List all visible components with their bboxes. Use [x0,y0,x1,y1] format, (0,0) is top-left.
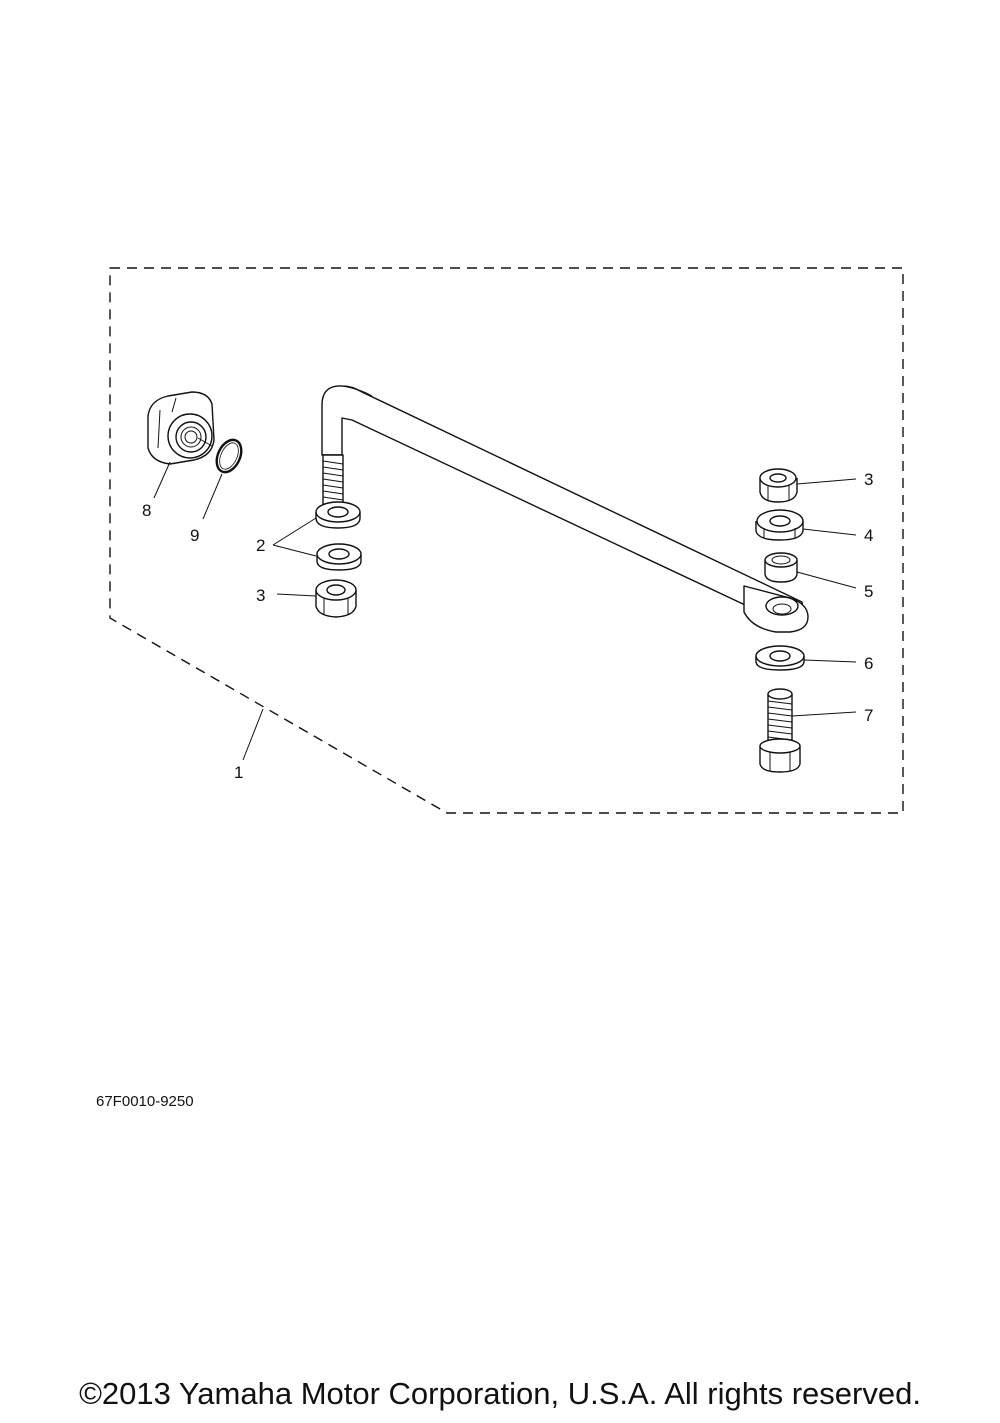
part-6-washer [755,645,805,671]
callout-8: 8 [142,501,151,520]
part-5-collar [764,552,798,583]
part-2-washer-bottom [316,543,362,571]
callout-4: 4 [864,526,873,545]
callout-3-left: 3 [256,586,265,605]
leader-2a [272,517,317,546]
leader-3-left [276,593,317,597]
part-3-nut-left [315,579,357,618]
callout-3-right: 3 [864,470,873,489]
part-4-hex-nut [755,509,804,541]
leader-7 [791,711,857,717]
rod-thread [322,454,344,506]
leader-4 [802,528,857,536]
leader-3-right [796,478,857,485]
steering-rod [321,385,809,633]
copyright-notice: ©2013 Yamaha Motor Corporation, U.S.A. A… [79,1376,921,1411]
part-9-o-ring [215,438,243,474]
callout-7: 7 [864,706,873,725]
diagram-part-code: 67F0010-9250 [96,1093,194,1110]
kit-boundary [109,267,904,814]
part-2-washer-top [315,501,361,529]
leader-1 [242,708,264,761]
leader-6 [803,659,857,663]
part-3-nut-right [759,468,798,503]
part-8-nut [147,391,215,465]
leader-8 [153,461,171,499]
callout-5: 5 [864,582,873,601]
callout-6: 6 [864,654,873,673]
part-7-bolt [759,688,801,773]
callout-2: 2 [256,536,265,555]
callout-9: 9 [190,526,199,545]
leader-9 [202,473,223,520]
leader-5 [796,571,857,589]
callout-1: 1 [234,763,243,782]
leader-2b [272,544,317,557]
